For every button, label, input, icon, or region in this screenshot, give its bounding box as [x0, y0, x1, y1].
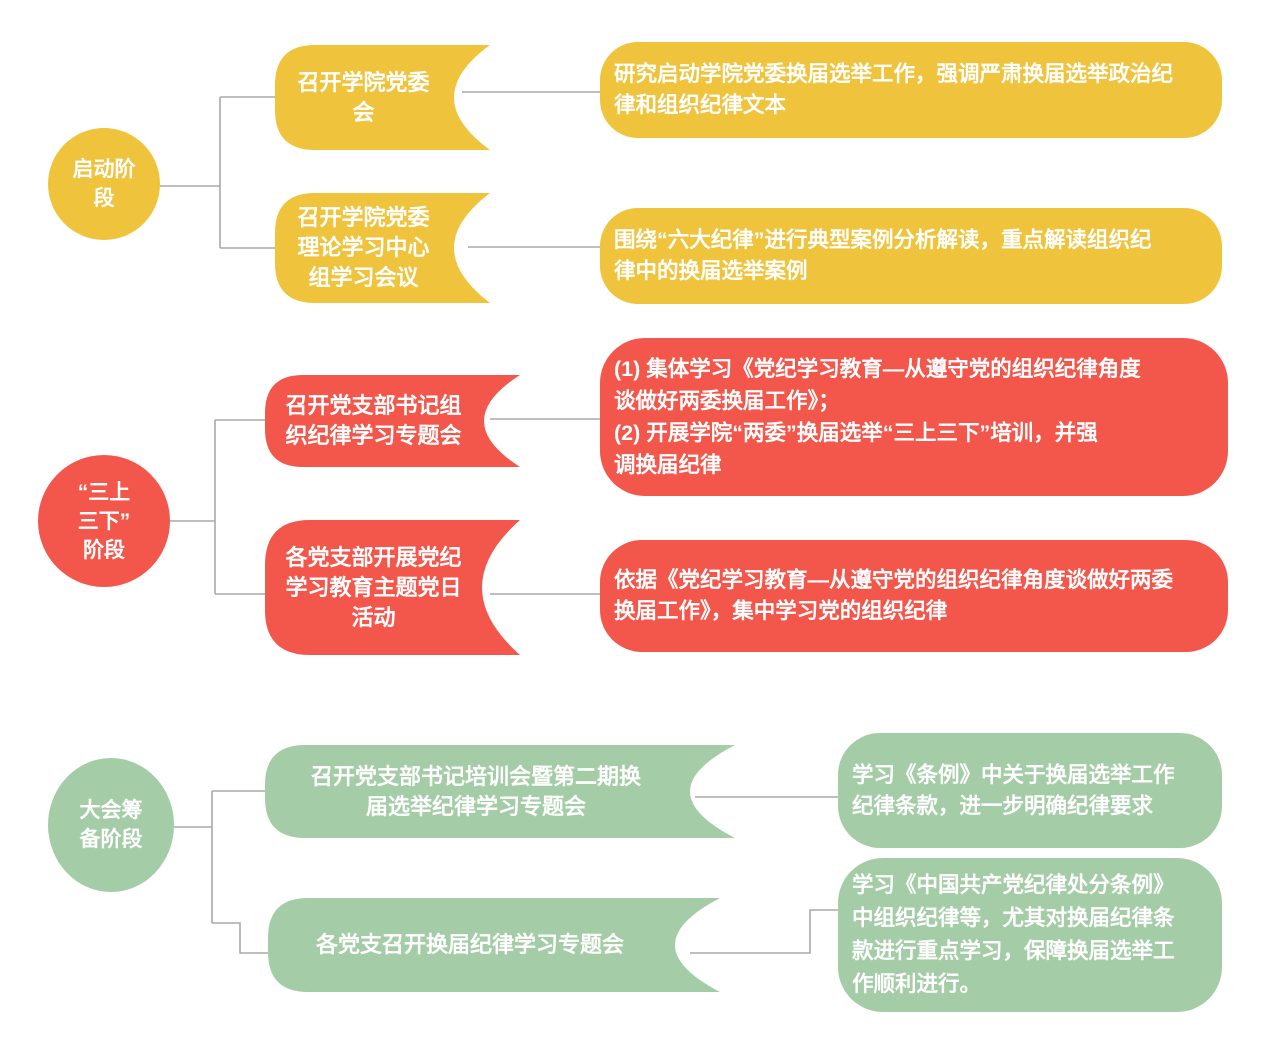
node-launch-2: 召开学院党委 理论学习中心 组学习会议: [275, 193, 490, 303]
flag-shape: [265, 375, 520, 467]
flag-shape: [265, 745, 735, 838]
detail-launch-2: 围绕“六大纪律”进行典型案例分析解读，重点解读组织纪 律中的换届选举案例: [600, 208, 1222, 304]
connector-congress-prep: [174, 790, 838, 954]
node-launch-1-label: 召开学院党委 会: [297, 69, 430, 125]
node-three-1-label: 召开党支部书记组 织纪律学习专题会: [285, 393, 462, 448]
detail-prep-1: 学习《条例》中关于换届选举工作 纪律条款，进一步明确纪律要求: [838, 733, 1222, 848]
node-prep-2-label: 各党支召开换届纪律学习专题会: [315, 932, 624, 957]
node-launch-2-label: 召开学院党委 理论学习中心 组学习会议: [297, 205, 430, 290]
detail-three-1: (1) 集体学习《党纪学习教育—从遵守党的组织纪律角度 谈做好两委换届工作》； …: [600, 338, 1228, 496]
detail-three-2: 依据《党纪学习教育—从遵守党的组织纪律角度谈做好两委 换届工作》，集中学习党的组…: [600, 540, 1228, 652]
node-prep-1: 召开党支部书记培训会暨第二期换 届选举纪律学习专题会: [265, 745, 735, 838]
connector-three-up-three-down: [170, 418, 600, 595]
flag-shape: [275, 45, 490, 150]
detail-prep-2: 学习《中国共产党纪律处分条例》 中组织纪律等，尤其对换届纪律条 款进行重点学习，…: [838, 858, 1222, 1012]
stage-circle-three-up-three-down: “三上 三下” 阶段: [38, 455, 170, 587]
flag-shape: [275, 193, 490, 303]
node-three-2-label: 各党支部开展党纪 学习教育主题党日 活动: [285, 544, 462, 630]
node-prep-1-label: 召开党支部书记培训会暨第二期换 届选举纪律学习专题会: [310, 763, 641, 819]
detail-launch-1: 研究启动学院党委换届选举工作，强调严肃换届选举政治纪 律和组织纪律文本: [600, 42, 1222, 138]
node-three-2: 各党支部开展党纪 学习教育主题党日 活动: [265, 520, 520, 655]
connector-launch: [160, 91, 600, 249]
flag-shape: [268, 898, 720, 992]
stage-circle-congress-prep: 大会筹 备阶段: [48, 758, 174, 892]
node-prep-2: 各党支召开换届纪律学习专题会: [268, 898, 720, 992]
stage-circle-launch: 启动阶 段: [48, 128, 160, 240]
node-three-1: 召开党支部书记组 织纪律学习专题会: [265, 375, 520, 467]
flag-shape: [265, 520, 520, 655]
node-launch-1: 召开学院党委 会: [275, 45, 490, 150]
